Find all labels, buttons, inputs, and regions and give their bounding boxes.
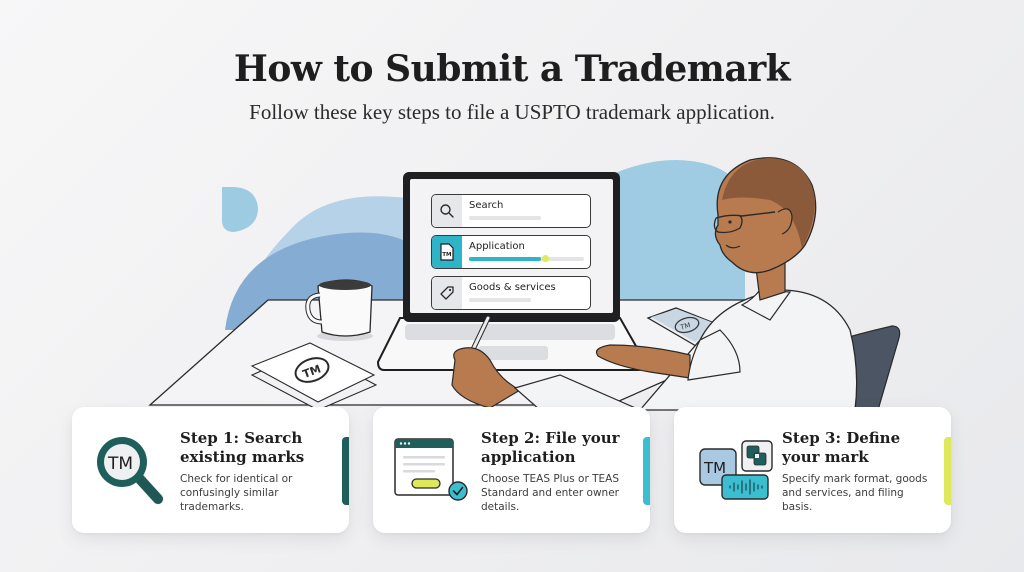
application-window-check-icon — [391, 429, 477, 511]
screen-item-label: Goods & services — [469, 282, 556, 293]
tm-magnifier-icon: TM — [90, 429, 176, 511]
tag-icon — [432, 277, 462, 309]
screen-item-goods-services[interactable]: Goods & services — [431, 276, 591, 310]
step-heading: Step 1: Search existing marks — [180, 429, 305, 466]
svg-text:TM: TM — [301, 362, 323, 381]
step-card-2[interactable]: Step 2: File your application Choose TEA… — [373, 407, 650, 533]
page-subtitle: Follow these key steps to file a USPTO t… — [249, 100, 775, 124]
search-icon — [432, 195, 462, 227]
screen-item-application[interactable]: TM Application — [431, 235, 591, 269]
person — [451, 157, 858, 411]
svg-text:TM: TM — [678, 321, 691, 332]
svg-text:TM: TM — [442, 252, 451, 258]
screen-item-search[interactable]: Search — [431, 194, 591, 228]
step-card-3[interactable]: TM Step 3: Define your mark Specify mark… — [674, 407, 951, 533]
tm-papers: TM — [250, 342, 378, 411]
step-description: Choose TEAS Plus or TEAS Standard and en… — [481, 473, 620, 513]
step-heading: Step 3: Define your mark — [782, 429, 901, 466]
placeholder-bar — [469, 216, 541, 220]
accent-bar — [342, 437, 349, 505]
accent-bar — [643, 437, 650, 505]
progress-fill — [469, 257, 541, 261]
mark-format-icon: TM — [692, 429, 778, 511]
progress-handle — [542, 255, 549, 262]
placeholder-bar — [469, 298, 531, 302]
step-heading: Step 2: File your application — [481, 429, 620, 466]
coffee-mug-icon — [305, 279, 373, 341]
screen-item-label: Search — [469, 200, 504, 211]
laptop — [376, 317, 647, 371]
svg-text:TM: TM — [703, 459, 726, 477]
page-title: How to Submit a Trademark — [233, 48, 791, 90]
step-card-1[interactable]: TM Step 1: Search existing marks Check f… — [72, 407, 349, 533]
screen-item-label: Application — [469, 241, 525, 252]
svg-text:TM: TM — [107, 454, 133, 474]
step-description: Specify mark format, goods and services,… — [782, 473, 928, 513]
accent-bar — [944, 437, 951, 505]
step-description: Check for identical or confusingly simil… — [180, 473, 293, 513]
tm-document-icon: TM — [432, 236, 462, 268]
